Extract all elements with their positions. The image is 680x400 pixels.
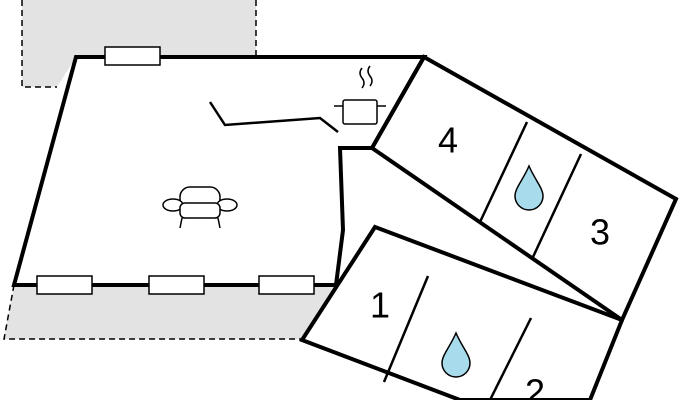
- living-area-wall: [11, 55, 428, 287]
- window-top: [104, 46, 161, 66]
- room-number-1: 1: [370, 285, 390, 326]
- bedroom-wing-lower: [298, 224, 625, 400]
- terrace-top: [21, 0, 257, 88]
- wall-room1-bath: [382, 275, 430, 383]
- window-bottom-2: [148, 275, 205, 295]
- room-number-3: 3: [590, 212, 610, 253]
- room-number-2: 2: [525, 372, 545, 400]
- wall-bath-room2: [488, 317, 533, 400]
- wall-bath-room3: [531, 153, 583, 258]
- armchair-icon: [162, 186, 238, 229]
- kitchen-counter-wall: [208, 101, 339, 133]
- water-drop-icon: [441, 331, 471, 378]
- terrace-bottom: [0, 284, 336, 400]
- window-bottom-3: [258, 275, 315, 295]
- room-number-4: 4: [438, 120, 458, 161]
- window-bottom-1: [36, 275, 93, 295]
- wall-room4-bath: [478, 121, 529, 223]
- cooking-pot-icon: [334, 65, 386, 125]
- water-drop-icon: [514, 164, 544, 211]
